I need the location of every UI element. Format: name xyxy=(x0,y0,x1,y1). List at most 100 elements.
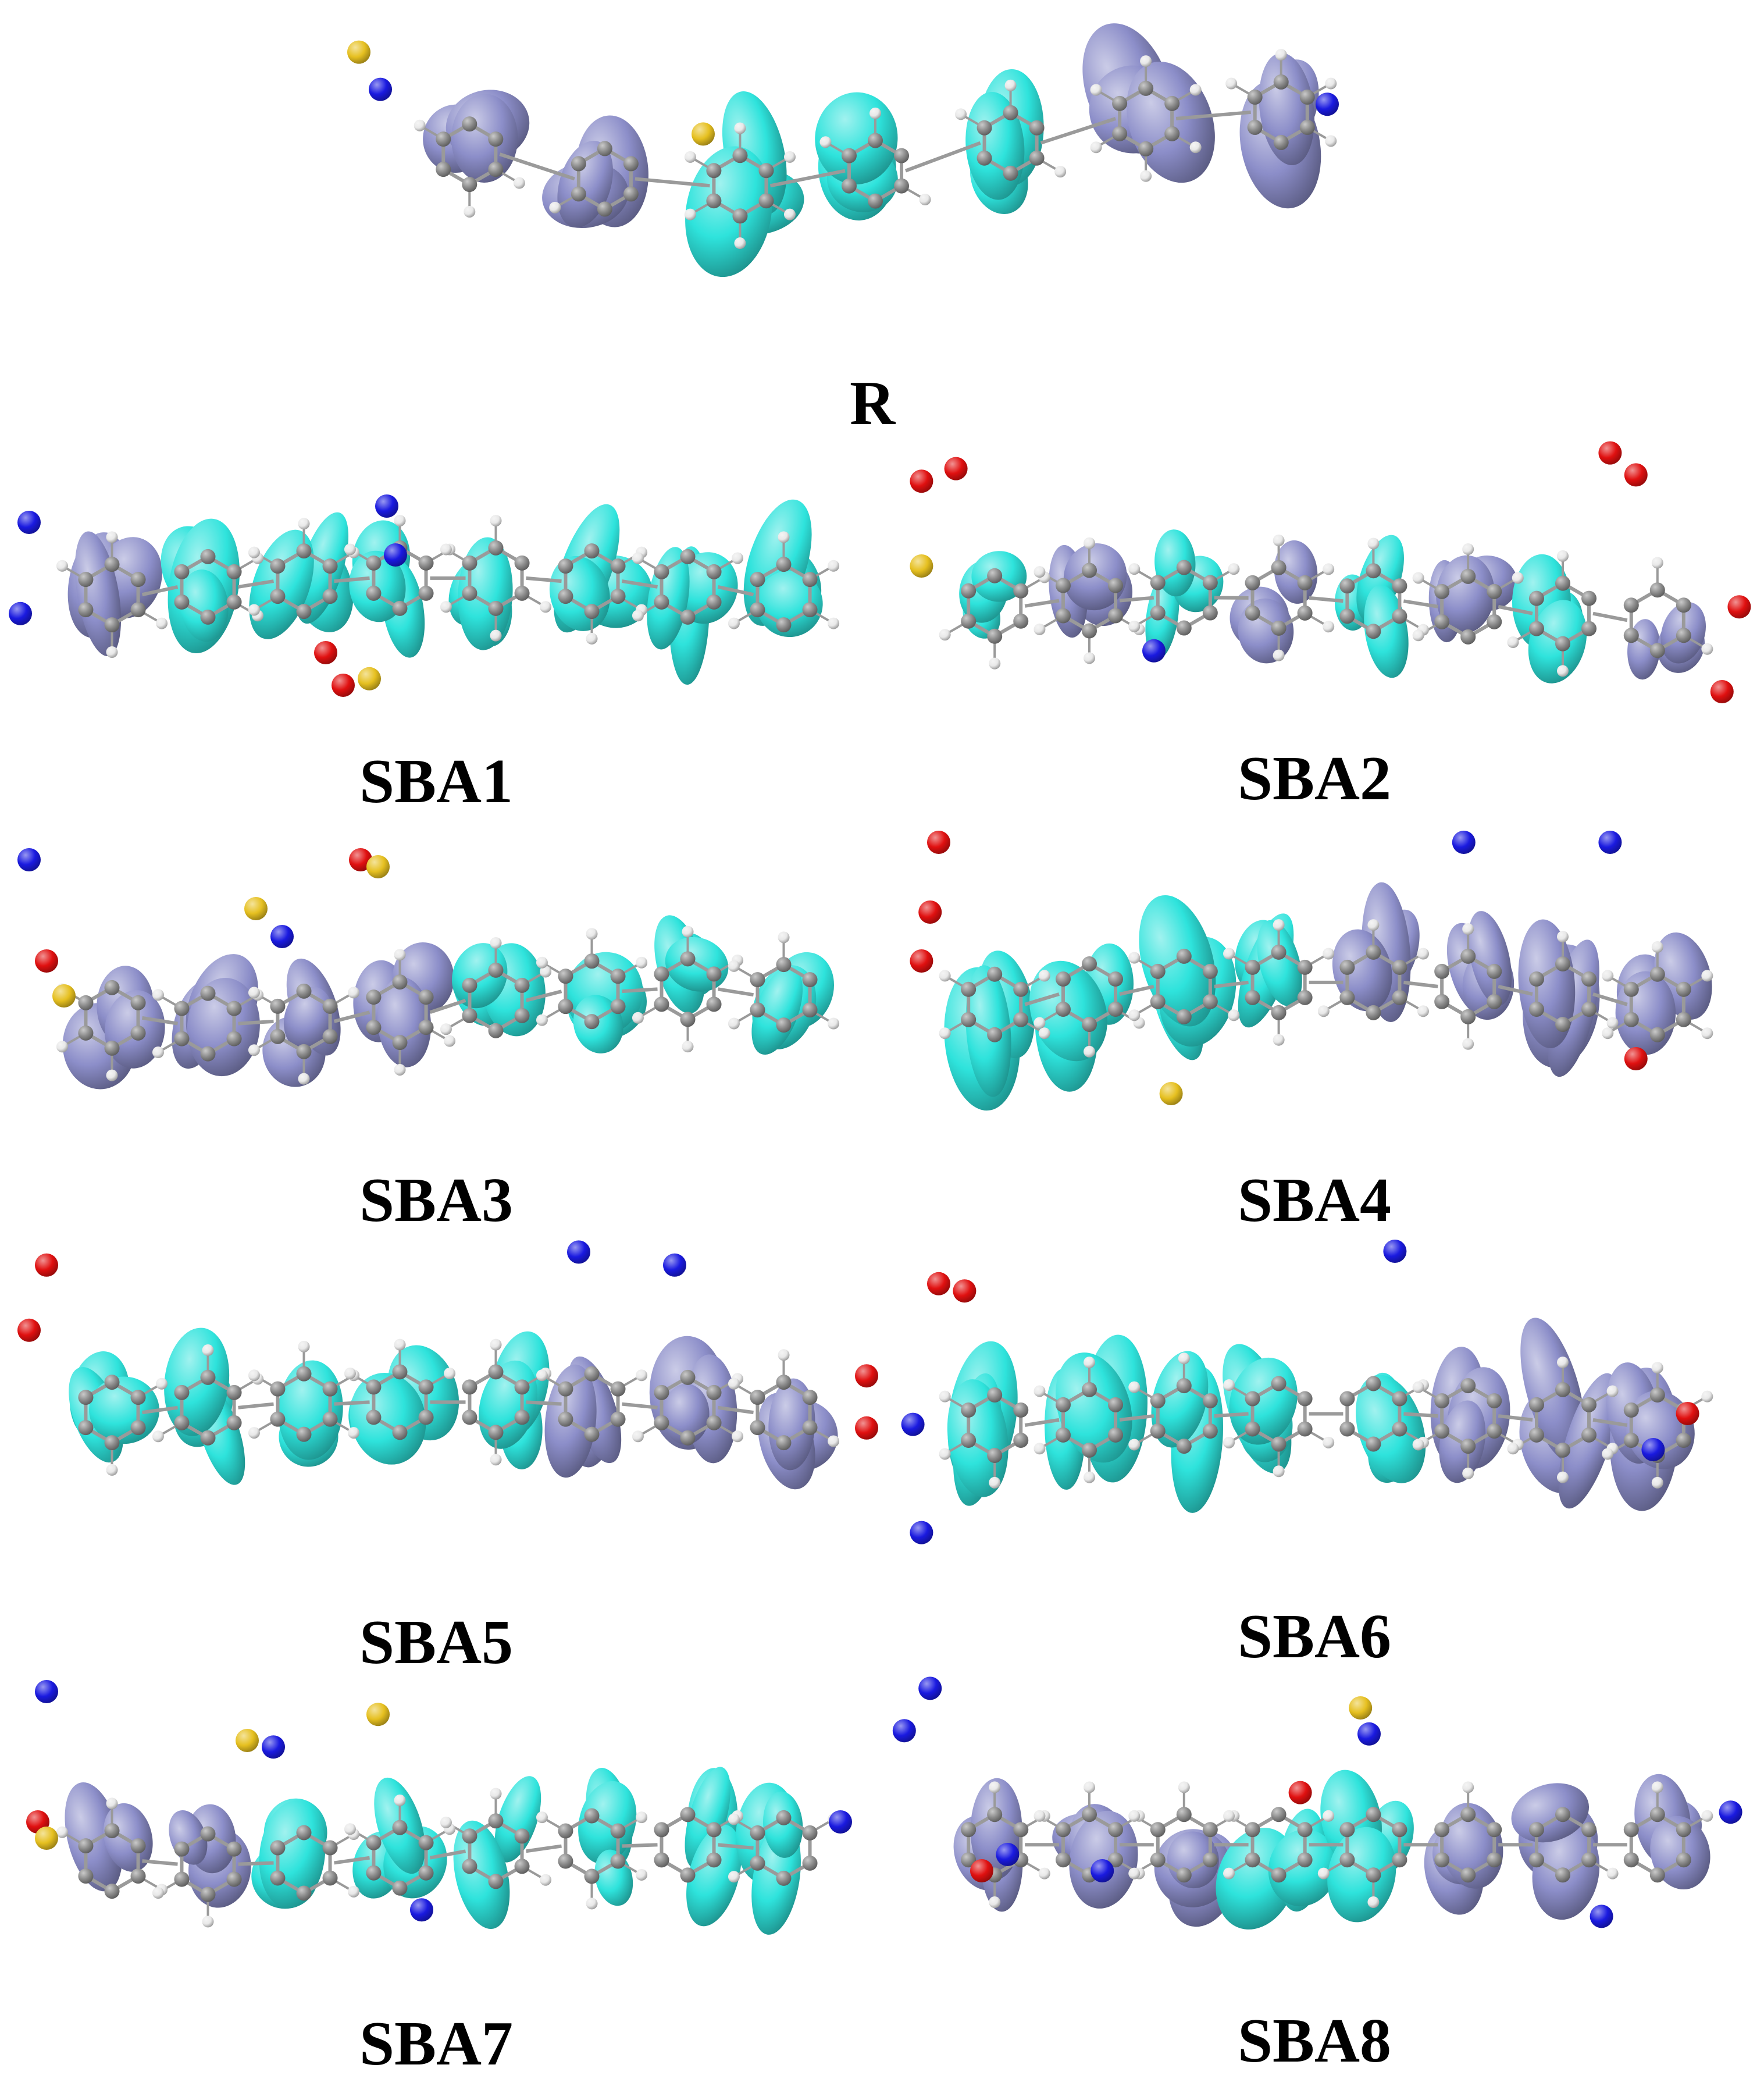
carbon-atom xyxy=(1339,578,1355,594)
carbon-atom xyxy=(392,1880,408,1896)
carbon-atom xyxy=(130,1420,146,1436)
hydrogen-atom xyxy=(1367,1896,1380,1908)
carbon-atom xyxy=(1676,981,1691,997)
carbon-atom xyxy=(200,609,216,625)
oxygen-atom xyxy=(1598,441,1622,465)
positive-lobe xyxy=(1151,1351,1209,1448)
hydrogen-atom xyxy=(152,1046,164,1059)
carbon-atom xyxy=(462,1008,477,1023)
carbon-atom xyxy=(514,555,530,571)
carbon-atom xyxy=(1581,621,1597,636)
positive-lobe xyxy=(685,1767,731,1868)
hydrogen-atom xyxy=(156,617,168,629)
carbon-atom xyxy=(776,1870,792,1886)
label-SBA5: SBA5 xyxy=(359,1608,514,1677)
label-R: R xyxy=(850,369,895,438)
oxygen-atom xyxy=(1624,1047,1648,1070)
positive-lobe xyxy=(751,966,803,1055)
hydrogen-atom xyxy=(1128,1810,1141,1822)
hydrogen-atom xyxy=(1317,1867,1330,1879)
carbon-atom xyxy=(1150,1852,1166,1868)
carbon-atom xyxy=(78,995,94,1010)
carbon-atom xyxy=(1528,590,1544,606)
bond xyxy=(635,177,710,188)
carbon-atom xyxy=(680,1867,696,1883)
oxygen-atom xyxy=(944,457,968,480)
carbon-atom xyxy=(706,996,722,1012)
hydrogen-atom xyxy=(728,1813,740,1825)
carbon-atom xyxy=(462,177,477,193)
orbital-render-SBA2 xyxy=(910,441,1751,703)
hydrogen-atom xyxy=(728,1377,740,1390)
carbon-atom xyxy=(1245,959,1260,975)
carbon-atom xyxy=(1108,1002,1124,1017)
hydrogen-atom xyxy=(1090,141,1102,154)
carbon-atom xyxy=(1649,1027,1665,1042)
hydrogen-atom xyxy=(1557,1471,1569,1483)
hydrogen-atom xyxy=(56,1826,68,1838)
carbon-atom xyxy=(1623,597,1639,613)
hydrogen-atom xyxy=(1084,1781,1095,1793)
carbon-atom xyxy=(558,1823,573,1839)
carbon-atom xyxy=(987,1448,1003,1464)
hydrogen-atom xyxy=(344,543,356,556)
carbon-atom xyxy=(1434,994,1450,1009)
carbon-atom xyxy=(1676,1822,1691,1838)
orbital-render-SBA1 xyxy=(9,494,840,697)
carbon-atom xyxy=(1297,989,1313,1005)
carbon-atom xyxy=(200,985,216,1001)
hydrogen-atom xyxy=(1323,563,1335,575)
carbon-atom xyxy=(961,1402,977,1418)
hydrogen-atom xyxy=(989,1476,1001,1489)
hydrogen-atom xyxy=(248,1427,260,1439)
carbon-atom xyxy=(462,1828,477,1844)
hydrogen-atom xyxy=(1038,1867,1050,1879)
hydrogen-atom xyxy=(734,237,746,250)
negative-lobe xyxy=(65,1782,123,1892)
nitrogen-atom xyxy=(1142,639,1166,663)
carbon-atom xyxy=(296,604,312,620)
bond xyxy=(1214,980,1249,988)
oxygen-atom xyxy=(1727,595,1751,619)
carbon-atom xyxy=(1392,989,1407,1005)
carbon-atom xyxy=(1392,608,1407,624)
hydrogen-atom xyxy=(202,1916,214,1928)
carbon-atom xyxy=(462,977,477,993)
orbital-render-SBA6 xyxy=(901,1240,1713,1544)
carbon-atom xyxy=(322,1840,338,1856)
carbon-atom xyxy=(1297,575,1313,590)
hydrogen-atom xyxy=(298,1073,310,1085)
molecule-SBA6 xyxy=(896,1233,1756,1594)
carbon-atom xyxy=(322,589,338,604)
hydrogen-atom xyxy=(728,960,740,972)
carbon-atom xyxy=(1013,583,1029,599)
carbon-atom xyxy=(706,193,722,209)
carbon-atom xyxy=(987,1807,1003,1822)
carbon-atom xyxy=(961,1852,977,1868)
oxygen-atom xyxy=(1288,1781,1312,1804)
carbon-atom xyxy=(392,1820,408,1835)
carbon-atom xyxy=(322,1381,338,1397)
hydrogen-atom xyxy=(682,925,694,938)
carbon-atom xyxy=(977,120,992,136)
carbon-atom xyxy=(680,609,696,625)
hydrogen-atom xyxy=(152,1886,164,1899)
hydrogen-atom xyxy=(828,1017,840,1030)
positive-lobe xyxy=(578,1781,637,1864)
carbon-atom xyxy=(78,1868,94,1884)
hydrogen-atom xyxy=(1189,141,1202,154)
carbon-atom xyxy=(296,1885,312,1901)
hydrogen-atom xyxy=(1651,1362,1663,1374)
carbon-atom xyxy=(1366,1867,1381,1883)
carbon-atom xyxy=(610,589,626,604)
carbon-atom xyxy=(270,1028,286,1044)
hydrogen-atom xyxy=(1038,970,1050,982)
hydrogen-atom xyxy=(1557,550,1569,562)
bond xyxy=(499,152,575,181)
carbon-atom xyxy=(654,564,669,579)
carbon-atom xyxy=(1339,959,1355,975)
carbon-atom xyxy=(558,999,573,1014)
hydrogen-atom xyxy=(1223,1867,1235,1879)
bond xyxy=(718,1843,754,1850)
hydrogen-atom xyxy=(778,931,790,944)
